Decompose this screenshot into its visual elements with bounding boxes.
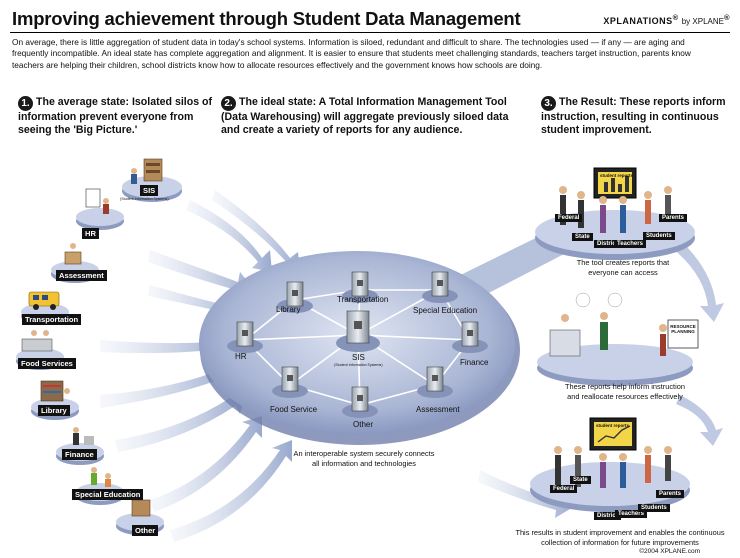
hub-label-food-service: Food Service	[270, 405, 318, 414]
tag-state: State	[572, 233, 593, 241]
brand-logo: XPLANATIONS® by XPLANE®	[603, 13, 730, 26]
hub-sub-sis: (Student Information Systems)	[334, 363, 383, 367]
hub-label-other: Other	[353, 420, 374, 429]
hub-caption: An interoperable system securely connect…	[293, 449, 435, 468]
brand-name: XPLANATIONS	[603, 16, 673, 26]
tag-federal-2: Federal	[550, 485, 578, 493]
resource-planning-sign: RESOURCE PLANNING	[670, 324, 696, 334]
silo-label-special-education: Special Education	[72, 489, 144, 500]
step-1-heading: 1.The average state: Isolated silos of i…	[18, 96, 223, 136]
result-platforms	[530, 167, 699, 512]
tag-students-2: Students	[638, 504, 670, 512]
intro-paragraph: On average, there is little aggregation …	[12, 37, 691, 70]
result-caption-1: The tool creates reports that everyone c…	[576, 258, 670, 277]
silo-label-sis: SIS	[140, 185, 159, 196]
tag-district: District	[594, 240, 621, 248]
silo-label-finance: Finance	[62, 449, 97, 460]
silo-label-assessment: Assessment	[56, 270, 107, 281]
silo-sub-sis: (Student Information Systems)	[120, 197, 169, 201]
step-2-heading: 2.The ideal state: A Total Information M…	[221, 96, 511, 136]
step-1-number-badge: 1.	[18, 96, 33, 111]
step-2-title: The ideal state: A Total Information Man…	[221, 96, 509, 136]
hub-label-assessment: Assessment	[416, 405, 460, 414]
copyright: ©2004 XPLANE.com	[639, 548, 700, 555]
tag-parents: Parents	[659, 214, 688, 222]
silo-label-transportation: Transportation	[22, 314, 82, 325]
tag-federal: Federal	[555, 214, 583, 222]
result-caption-3: This results in student improvement and …	[515, 528, 725, 547]
hub-servers	[227, 271, 488, 418]
tag-parents-2: Parents	[656, 490, 685, 498]
step-1-title: The average state: Isolated silos of inf…	[18, 96, 213, 136]
hub-label-transportation: Transportation	[337, 295, 389, 304]
tag-students: Students	[643, 232, 675, 240]
step-2-number-badge: 2.	[221, 96, 236, 111]
step-3-number-badge: 3.	[541, 96, 556, 111]
hub-label-finance: Finance	[460, 358, 489, 367]
screen-label-top: student reports	[600, 173, 634, 178]
page-title: Improving achievement through Student Da…	[12, 8, 521, 29]
silo-label-library: Library	[38, 405, 70, 416]
tag-state-2: State	[570, 476, 591, 484]
silo-label-food-services: Food Services	[18, 358, 76, 369]
screen-label-bottom: student reports	[596, 423, 630, 428]
title-divider	[10, 32, 730, 33]
hub-label-sis: SIS	[352, 353, 365, 362]
tag-teachers: Teachers	[614, 240, 646, 248]
silo-label-other: Other	[132, 525, 159, 536]
step-3-heading: 3.The Result: These reports inform instr…	[541, 96, 736, 136]
brand-suffix: by XPLANE	[681, 17, 724, 26]
tag-teachers-2: Teachers	[615, 510, 647, 518]
silo-label-hr: HR	[82, 228, 99, 239]
result-caption-2: These reports help inform instruction an…	[565, 382, 685, 401]
step-3-title: The Result: These reports inform instruc…	[541, 96, 726, 136]
flow-arrows	[100, 190, 575, 542]
hub-label-special-education: Special Education	[413, 306, 478, 315]
tag-district-2: District	[594, 512, 621, 520]
hub-label-library: Library	[276, 305, 301, 314]
hub-label-hr: HR	[235, 352, 247, 361]
